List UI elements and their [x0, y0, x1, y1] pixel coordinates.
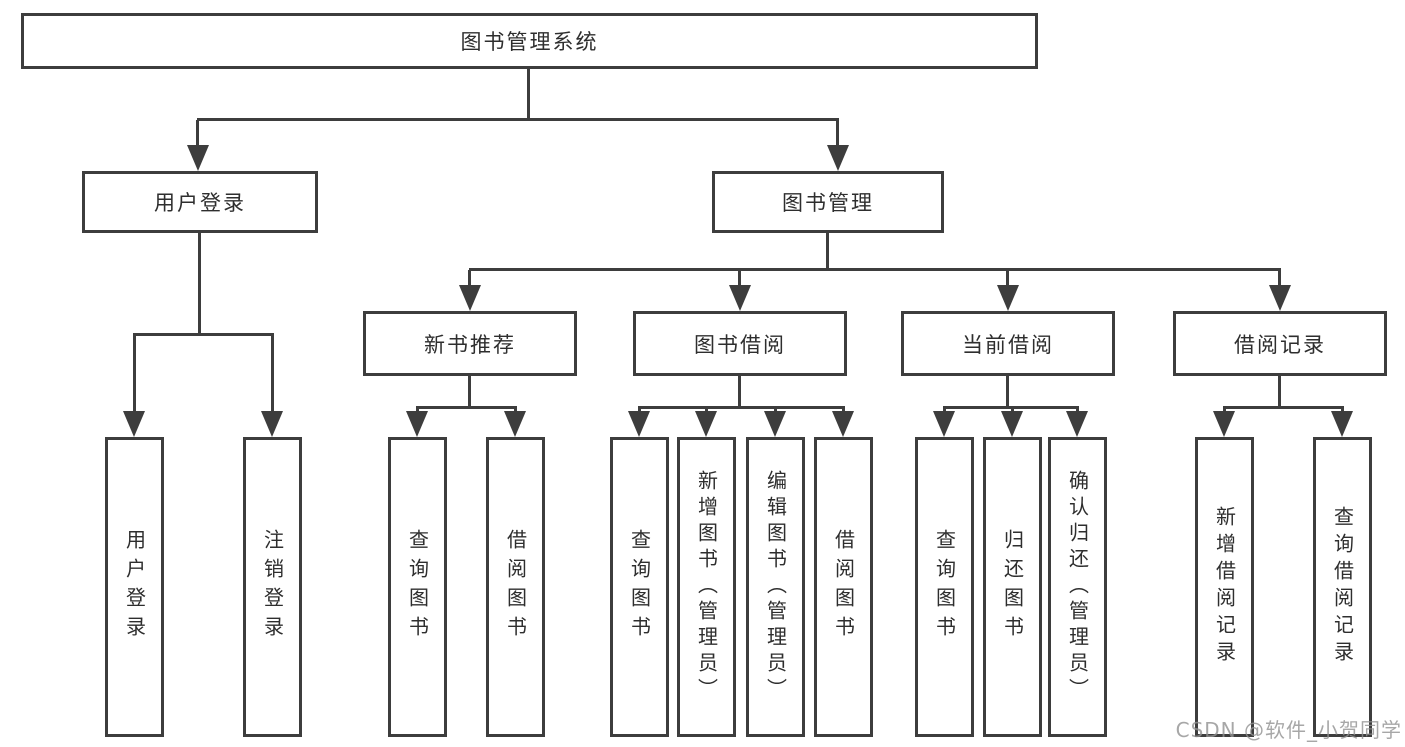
leaf-current-return-books-label: 归还图书 — [1000, 529, 1025, 645]
connector-line — [836, 120, 839, 148]
leaf-records-add-record: 新增借阅记录 — [1195, 437, 1254, 737]
arrow-down-icon — [187, 145, 209, 171]
leaf-current-return-books: 归还图书 — [983, 437, 1042, 737]
arrow-down-icon — [1213, 411, 1235, 437]
node-book-borrow: 图书借阅 — [633, 311, 847, 376]
leaf-logout-label: 注销登录 — [260, 529, 285, 645]
node-book-management-label: 图书管理 — [782, 191, 874, 215]
leaf-borrow-borrow-books-label: 借阅图书 — [831, 529, 856, 645]
node-current-borrow: 当前借阅 — [901, 311, 1115, 376]
connector-line — [1278, 270, 1281, 288]
arrow-down-icon — [1066, 411, 1088, 437]
connector-line — [1223, 406, 1344, 409]
connector-line — [197, 118, 839, 121]
arrow-down-icon — [827, 145, 849, 171]
connector-line — [943, 406, 1079, 409]
node-book-borrow-label: 图书借阅 — [694, 332, 786, 357]
node-new-book-recommend-label: 新书推荐 — [424, 332, 516, 357]
leaf-borrow-query-books: 查询图书 — [610, 437, 669, 737]
arrow-down-icon — [1331, 411, 1353, 437]
connector-line — [638, 406, 845, 409]
leaf-newbooks-borrow-books: 借阅图书 — [486, 437, 545, 737]
leaf-records-query-record: 查询借阅记录 — [1313, 437, 1372, 737]
node-user-login-label: 用户登录 — [154, 191, 246, 215]
leaf-current-confirm-return-label: 确认归还（管理员） — [1065, 470, 1090, 704]
node-book-management: 图书管理 — [712, 171, 944, 233]
leaf-records-add-record-label: 新增借阅记录 — [1212, 506, 1237, 668]
node-borrow-records: 借阅记录 — [1173, 311, 1387, 376]
arrow-down-icon — [1269, 285, 1291, 311]
leaf-user-login: 用户登录 — [105, 437, 164, 737]
arrow-down-icon — [1001, 411, 1023, 437]
connector-line — [468, 270, 471, 288]
leaf-current-query-books-label: 查询图书 — [932, 529, 957, 645]
connector-line — [738, 270, 741, 288]
connector-line — [271, 335, 274, 413]
connector-line — [826, 233, 829, 270]
arrow-down-icon — [504, 411, 526, 437]
connector-line — [133, 335, 136, 413]
connector-line — [133, 333, 274, 336]
connector-line — [196, 120, 199, 148]
leaf-logout: 注销登录 — [243, 437, 302, 737]
leaf-current-query-books: 查询图书 — [915, 437, 974, 737]
arrow-down-icon — [997, 285, 1019, 311]
arrow-down-icon — [695, 411, 717, 437]
leaf-newbooks-borrow-books-label: 借阅图书 — [503, 529, 528, 645]
watermark: CSDN @软件_小贺同学 — [1175, 718, 1402, 742]
node-root-label: 图书管理系统 — [460, 30, 599, 54]
arrow-down-icon — [261, 411, 283, 437]
connector-line — [416, 406, 517, 409]
leaf-borrow-edit-books-label: 编辑图书（管理员） — [763, 470, 788, 704]
connector-line — [738, 376, 741, 408]
node-new-book-recommend: 新书推荐 — [363, 311, 577, 376]
node-user-login: 用户登录 — [82, 171, 318, 233]
connector-line — [1006, 270, 1009, 288]
arrow-down-icon — [933, 411, 955, 437]
leaf-records-query-record-label: 查询借阅记录 — [1330, 506, 1355, 668]
arrow-down-icon — [832, 411, 854, 437]
connector-line — [468, 376, 471, 408]
connector-line — [1006, 376, 1009, 408]
leaf-borrow-add-books: 新增图书（管理员） — [677, 437, 736, 737]
arrow-down-icon — [459, 285, 481, 311]
arrow-down-icon — [628, 411, 650, 437]
leaf-current-confirm-return: 确认归还（管理员） — [1048, 437, 1107, 737]
leaf-borrow-add-books-label: 新增图书（管理员） — [694, 470, 719, 704]
leaf-borrow-query-books-label: 查询图书 — [627, 529, 652, 645]
leaf-borrow-edit-books: 编辑图书（管理员） — [746, 437, 805, 737]
node-borrow-records-label: 借阅记录 — [1234, 332, 1326, 357]
arrow-down-icon — [406, 411, 428, 437]
connector-line — [527, 69, 530, 120]
leaf-newbooks-query-books-label: 查询图书 — [405, 529, 430, 645]
connector-line — [198, 233, 201, 335]
leaf-newbooks-query-books: 查询图书 — [388, 437, 447, 737]
connector-line — [469, 268, 1281, 271]
arrow-down-icon — [729, 285, 751, 311]
node-root: 图书管理系统 — [21, 13, 1038, 69]
arrow-down-icon — [764, 411, 786, 437]
leaf-borrow-borrow-books: 借阅图书 — [814, 437, 873, 737]
leaf-user-login-label: 用户登录 — [122, 529, 147, 645]
arrow-down-icon — [123, 411, 145, 437]
node-current-borrow-label: 当前借阅 — [962, 332, 1054, 357]
connector-line — [1278, 376, 1281, 408]
